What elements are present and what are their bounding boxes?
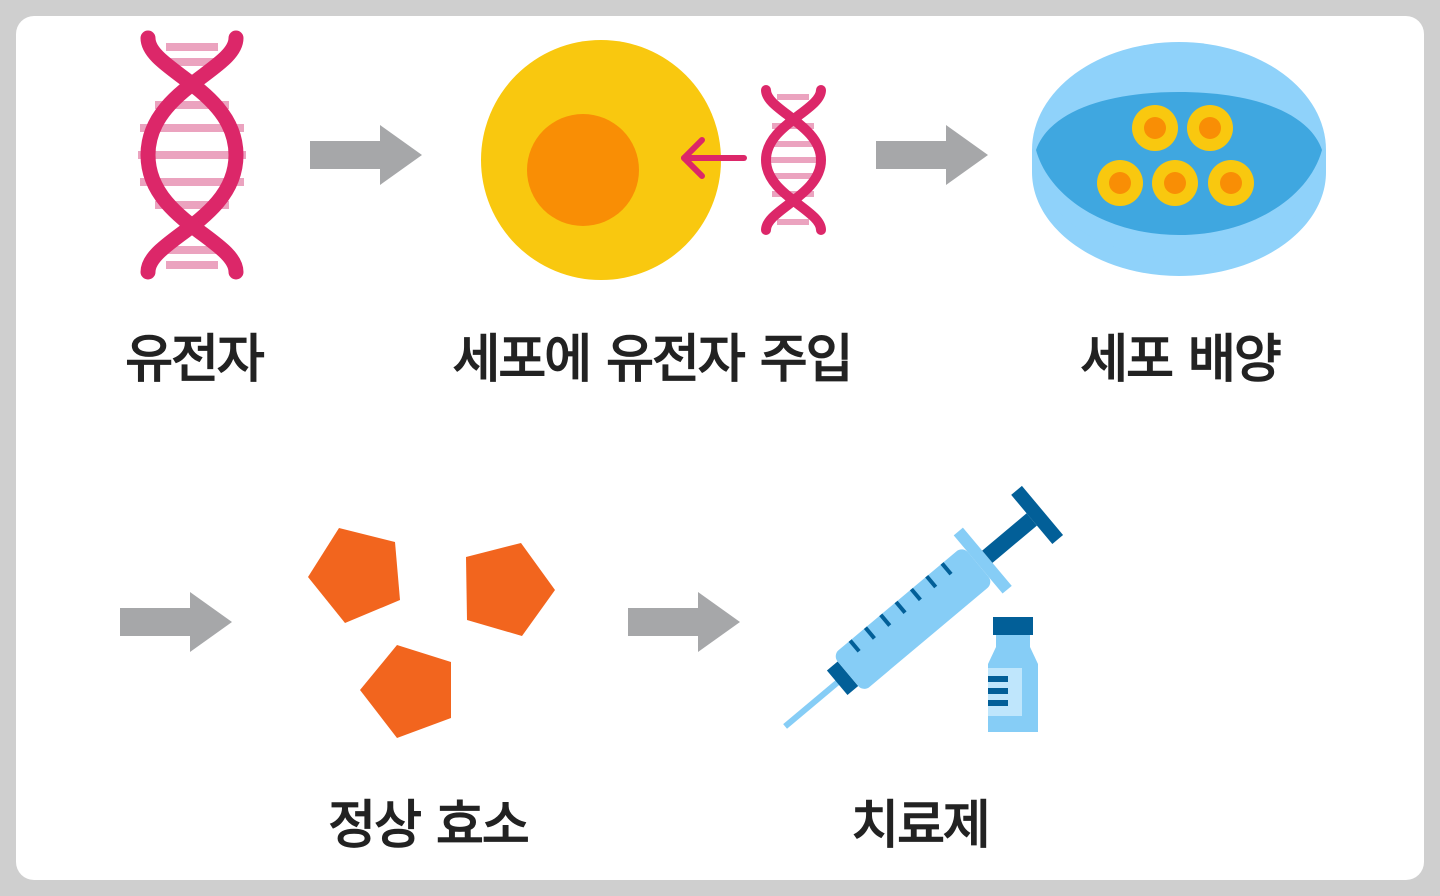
label-therapy: 치료제	[851, 796, 991, 856]
small-dna-icon	[760, 85, 827, 235]
dna-icon	[138, 30, 246, 280]
syringe-icon	[783, 485, 1064, 729]
label-culture: 세포 배양	[1080, 330, 1281, 390]
arrow-1	[310, 125, 422, 185]
arrow-3	[120, 592, 232, 652]
vial-icon	[988, 617, 1038, 732]
cell-icon	[481, 40, 721, 280]
arrow-4	[628, 592, 740, 652]
arrow-2	[876, 125, 988, 185]
inject-arrow-icon	[681, 137, 747, 179]
petri-dish-icon	[1032, 42, 1326, 276]
label-enzyme: 정상 효소	[328, 796, 529, 856]
label-gene: 유전자	[125, 330, 265, 390]
enzyme-icon	[308, 528, 555, 738]
label-injection: 세포에 유전자 주입	[452, 330, 854, 390]
